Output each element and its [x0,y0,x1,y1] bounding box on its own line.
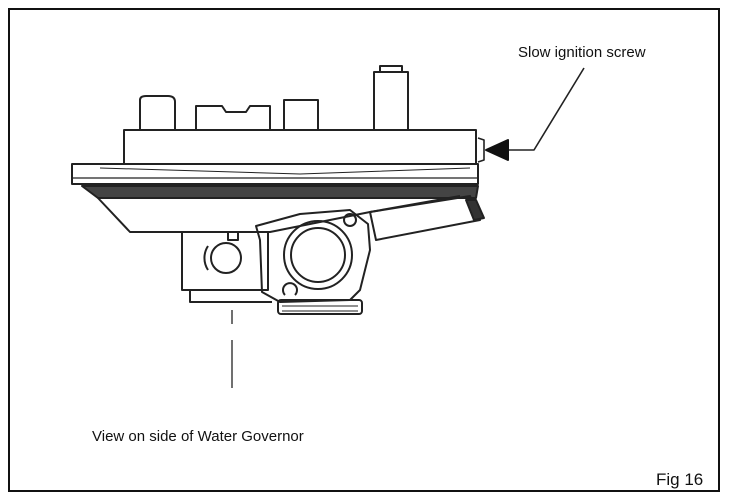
lower-housing [255,209,371,315]
figure-caption: View on side of Water Governor [92,428,304,445]
figure-number: Fig 16 [656,470,704,489]
callout-arrow [477,67,585,163]
side-fitting [369,195,485,241]
figure-frame [8,8,720,492]
left-block [181,231,272,303]
governor-body [71,129,479,233]
top-bosses [139,65,409,131]
slow-ignition-screw-label: Slow ignition screw [518,44,646,61]
